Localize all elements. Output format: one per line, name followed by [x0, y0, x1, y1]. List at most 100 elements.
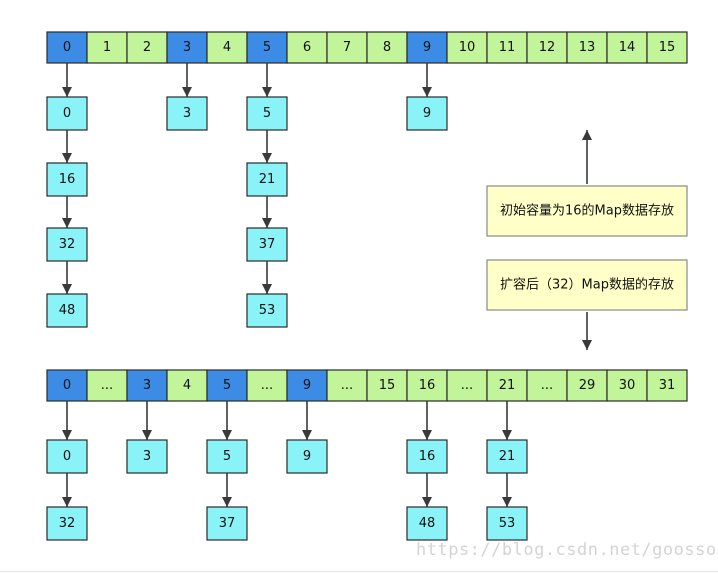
bucket-entry-label: 9	[423, 106, 431, 121]
bucket-slot-label: 6	[303, 40, 311, 55]
bucket-slot-label: 8	[383, 40, 391, 55]
bucket-link-arrow	[262, 63, 272, 97]
divider	[0, 571, 718, 572]
resized-bucket-slot-label: ...	[461, 378, 473, 393]
resized-bucket-slot-label: ...	[541, 378, 553, 393]
resized-bucket-slot-label: 29	[579, 378, 596, 393]
resized-bucket-entry	[206, 506, 248, 541]
bucket-link-arrow	[62, 196, 72, 228]
note-resized-box	[486, 259, 688, 311]
bucket-slot-label: 12	[539, 40, 556, 55]
resized-bucket-link-arrow	[62, 473, 72, 507]
bucket-slot	[206, 31, 248, 64]
resized-bucket-entry	[486, 506, 528, 541]
resized-bucket-entry-label: 37	[219, 516, 236, 531]
resized-bucket-slot-label: 21	[499, 378, 516, 393]
resized-bucket-slot	[446, 369, 488, 402]
bucket-entry	[166, 96, 208, 131]
resized-bucket-slot-label: 3	[143, 378, 151, 393]
bucket-slot	[286, 31, 328, 64]
bucket-link-arrow	[62, 63, 72, 97]
resized-bucket-entry-label: 48	[419, 516, 436, 531]
resized-bucket-entry	[406, 439, 448, 474]
resized-bucket-slot	[486, 369, 528, 402]
resized-bucket-link-arrow	[302, 401, 312, 440]
resized-bucket-link-arrow	[502, 401, 512, 440]
bucket-entry	[246, 293, 288, 328]
bucket-slot	[646, 31, 688, 64]
bucket-slot-label: 2	[143, 40, 151, 55]
note-resized-text: 扩容后（32）Map数据的存放	[500, 277, 674, 293]
resized-bucket-slot-label: 30	[619, 378, 636, 393]
bucket-link-arrow	[262, 130, 272, 163]
resized-bucket-entry	[486, 439, 528, 474]
resized-bucket-entry-label: 3	[143, 449, 151, 464]
resized-bucket-entry-label: 9	[303, 449, 311, 464]
bucket-link-arrow	[62, 130, 72, 163]
resized-bucket-slot-label: 5	[223, 378, 231, 393]
resized-bucket-slot-label: ...	[261, 378, 273, 393]
down-arrow	[582, 312, 592, 350]
bucket-link-arrow	[62, 261, 72, 294]
bucket-entry-label: 21	[259, 172, 276, 187]
bucket-entry-label: 37	[259, 237, 276, 252]
resized-bucket-entry-label: 0	[63, 449, 71, 464]
bucket-slot-label: 4	[223, 40, 231, 55]
watermark: https://blog.csdn.net/goosson	[416, 540, 718, 560]
bucket-slot-label: 0	[63, 40, 71, 55]
bucket-slot	[126, 31, 168, 64]
note-initial-box	[486, 185, 688, 237]
bucket-slot-label: 3	[183, 40, 191, 55]
bucket-entry	[246, 162, 288, 197]
resized-bucket-link-arrow	[422, 401, 432, 440]
bucket-entry	[406, 96, 448, 131]
bucket-entry	[246, 96, 288, 131]
resized-bucket-entry-label: 5	[223, 449, 231, 464]
resized-bucket-slot-label: 15	[379, 378, 396, 393]
resized-bucket-slot	[126, 369, 168, 402]
resized-bucket-link-arrow	[62, 401, 72, 440]
bucket-slot	[566, 31, 608, 64]
resized-bucket-slot-label: ...	[101, 378, 113, 393]
bucket-slot-label: 9	[423, 40, 431, 55]
bucket-link-arrow	[262, 196, 272, 228]
bucket-entry-label: 32	[59, 237, 76, 252]
bucket-slot	[366, 31, 408, 64]
resized-bucket-entry	[46, 506, 88, 541]
resized-bucket-entry-label: 32	[59, 516, 76, 531]
resized-bucket-slot-label: 31	[659, 378, 676, 393]
bucket-slot-label: 13	[579, 40, 596, 55]
bucket-slot	[326, 31, 368, 64]
resized-bucket-slot	[606, 369, 648, 402]
bucket-slot-label: 10	[459, 40, 476, 55]
bucket-entry-label: 0	[63, 106, 71, 121]
resized-bucket-slot	[526, 369, 568, 402]
bucket-slot-label: 15	[659, 40, 676, 55]
resized-bucket-slot-label: 9	[303, 378, 311, 393]
bucket-slot	[46, 31, 88, 64]
bucket-slot-label: 1	[103, 40, 111, 55]
resized-bucket-entry-label: 53	[499, 516, 516, 531]
bucket-slot	[526, 31, 568, 64]
resized-bucket-entry	[126, 439, 168, 474]
bucket-slot	[86, 31, 128, 64]
bucket-link-arrow	[422, 63, 432, 97]
resized-bucket-slot	[86, 369, 128, 402]
resized-bucket-slot-label: 0	[63, 378, 71, 393]
bucket-slot	[406, 31, 448, 64]
bucket-entry	[46, 162, 88, 197]
resized-bucket-slot-label: 4	[183, 378, 191, 393]
bucket-entry-label: 48	[59, 303, 76, 318]
resized-bucket-slot	[646, 369, 688, 402]
resized-bucket-link-arrow	[222, 473, 232, 507]
bucket-link-arrow	[262, 261, 272, 294]
note-initial-text: 初始容量为16的Map数据存放	[500, 203, 674, 219]
bucket-link-arrow	[182, 63, 192, 97]
resized-bucket-slot	[566, 369, 608, 402]
bucket-slot-label: 14	[619, 40, 636, 55]
bucket-entry-label: 3	[183, 106, 191, 121]
bucket-slot-label: 5	[263, 40, 271, 55]
resized-bucket-entry	[286, 439, 328, 474]
resized-bucket-entry	[406, 506, 448, 541]
